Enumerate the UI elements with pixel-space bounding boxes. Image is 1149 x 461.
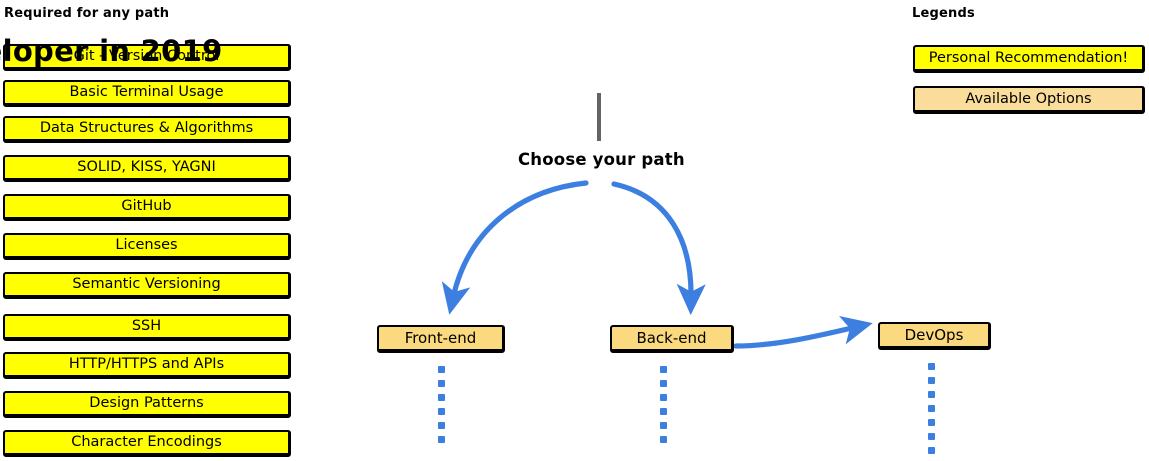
required-item-label: Character Encodings xyxy=(71,434,222,451)
required-section-heading: Required for any path xyxy=(4,6,170,21)
required-item-label: SSH xyxy=(131,318,162,335)
legends-section-heading: Legends xyxy=(912,6,975,21)
dot xyxy=(928,391,935,398)
dot xyxy=(438,366,445,373)
dot xyxy=(660,366,667,373)
dot xyxy=(928,419,935,426)
required-item-design-patterns[interactable]: Design Patterns xyxy=(3,391,291,418)
required-item-semantic-versioning[interactable]: Semantic Versioning xyxy=(3,272,291,299)
required-item-licenses[interactable]: Licenses xyxy=(3,233,291,260)
dot xyxy=(928,405,935,412)
dot xyxy=(438,436,445,443)
required-item-label: Git - Version Control xyxy=(73,48,220,65)
path-node-front-end[interactable]: Front-end xyxy=(377,325,505,353)
required-item-label: Design Patterns xyxy=(89,395,204,412)
page-title: Web Developer in 2019 xyxy=(0,34,223,68)
required-item-label: GitHub xyxy=(121,198,172,215)
choose-your-path-label: Choose your path xyxy=(518,150,685,169)
dot xyxy=(660,436,667,443)
required-item-git-version-control[interactable]: Git - Version Control xyxy=(3,44,291,71)
path-node-label: DevOps xyxy=(904,325,964,344)
dot xyxy=(928,377,935,384)
path-node-back-end[interactable]: Back-end xyxy=(610,325,734,353)
required-item-label: Licenses xyxy=(115,237,178,254)
arrow-to-back-end xyxy=(611,181,706,316)
required-item-label: SOLID, KISS, YAGNI xyxy=(77,159,216,176)
legend-label: Available Options xyxy=(965,90,1092,107)
dot xyxy=(660,380,667,387)
dot xyxy=(660,394,667,401)
required-item-data-structures-algorithms[interactable]: Data Structures & Algorithms xyxy=(3,116,291,143)
dotted-continuation-devops xyxy=(928,363,936,461)
required-item-github[interactable]: GitHub xyxy=(3,194,291,221)
dot xyxy=(928,433,935,440)
dotted-continuation-front-end xyxy=(438,366,446,450)
legend-personal-recommendation: Personal Recommendation! xyxy=(913,45,1145,73)
required-item-character-encodings[interactable]: Character Encodings xyxy=(3,430,291,457)
dot xyxy=(438,380,445,387)
dot xyxy=(438,408,445,415)
required-item-basic-terminal-usage[interactable]: Basic Terminal Usage xyxy=(3,80,291,107)
required-item-http-https-and-apis[interactable]: HTTP/HTTPS and APIs xyxy=(3,352,291,379)
path-node-label: Front-end xyxy=(404,328,477,347)
required-item-label: HTTP/HTTPS and APIs xyxy=(68,356,225,373)
dot xyxy=(928,363,935,370)
required-item-label: Basic Terminal Usage xyxy=(69,84,224,101)
arrow-to-front-end xyxy=(441,180,589,315)
root-stem-line xyxy=(597,93,601,141)
required-item-label: Data Structures & Algorithms xyxy=(39,120,254,137)
dotted-continuation-back-end xyxy=(660,366,668,450)
branch-arrows xyxy=(441,180,706,316)
dot xyxy=(660,408,667,415)
dot xyxy=(438,422,445,429)
legend-label: Personal Recommendation! xyxy=(928,49,1129,66)
dot xyxy=(438,394,445,401)
required-item-ssh[interactable]: SSH xyxy=(3,314,291,341)
path-node-devops[interactable]: DevOps xyxy=(878,322,991,350)
required-item-label: Semantic Versioning xyxy=(72,276,221,293)
legend-available-options: Available Options xyxy=(913,86,1145,114)
dot xyxy=(928,447,935,454)
path-node-label: Back-end xyxy=(636,328,707,347)
required-item-solid-kiss-yagni[interactable]: SOLID, KISS, YAGNI xyxy=(3,155,291,182)
dot xyxy=(660,422,667,429)
arrow-back-end-to-devops xyxy=(733,316,873,349)
